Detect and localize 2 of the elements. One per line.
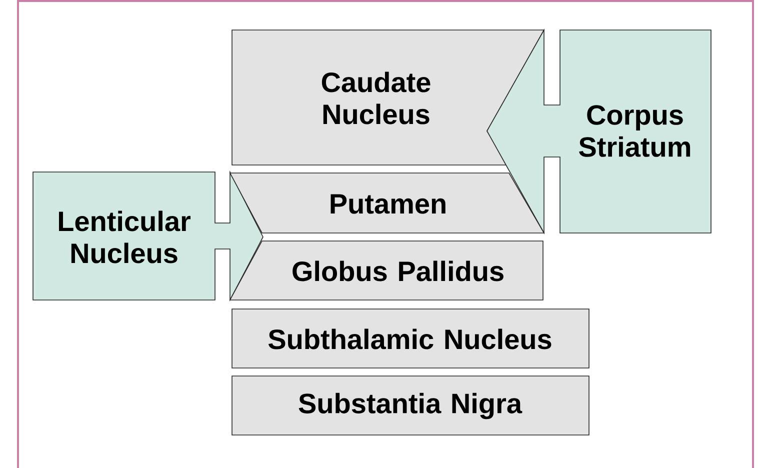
process-box: Subthalamic Nucleus (232, 308, 590, 368)
process-box: Substantia Nigra (232, 376, 590, 436)
